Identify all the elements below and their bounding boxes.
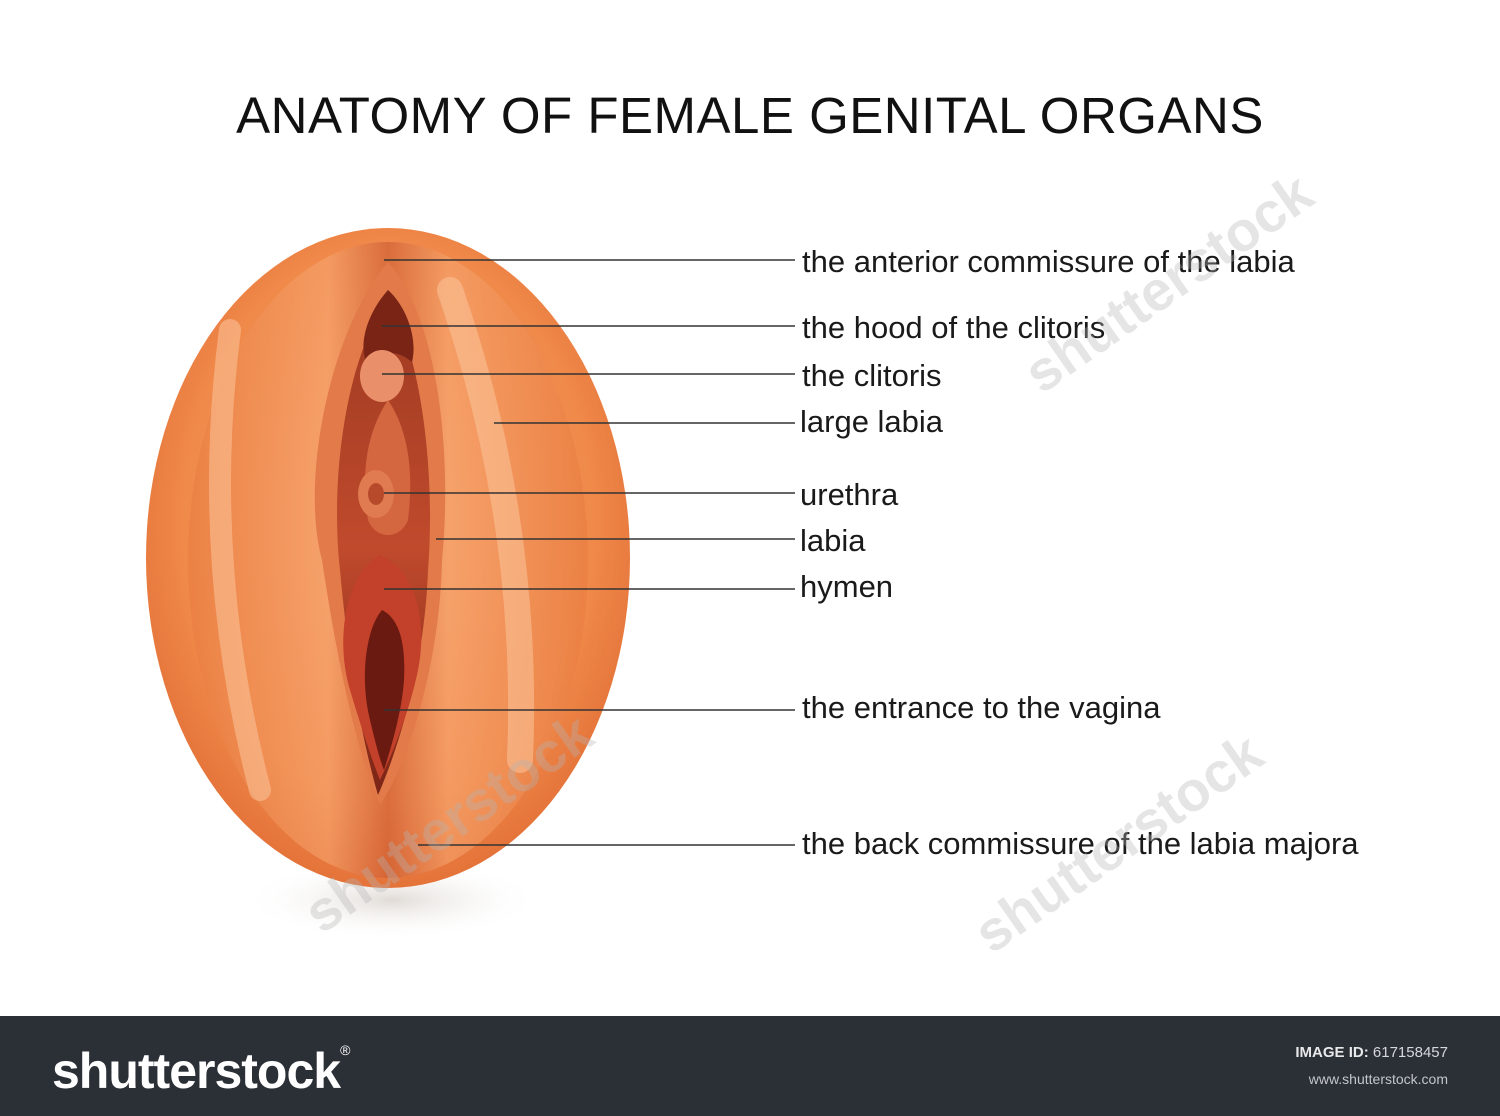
image-id-label: IMAGE ID: (1295, 1044, 1369, 1061)
leader-lines (382, 259, 795, 846)
urethral-opening-core (368, 483, 384, 505)
shutterstock-logo[interactable]: shutterstock® (52, 1042, 350, 1100)
label-entrance-to-vagina: the entrance to the vagina (802, 690, 1161, 725)
vaginal-entrance (364, 610, 405, 770)
logo-text: shutterstock (52, 1043, 341, 1099)
label-clitoris: the clitoris (802, 358, 942, 393)
image-id: IMAGE ID: 617158457 (1295, 1044, 1448, 1061)
label-urethra: urethra (800, 477, 899, 512)
label-large-labia: large labia (800, 404, 944, 439)
diagram-title: ANATOMY OF FEMALE GENITAL ORGANS (236, 87, 1264, 144)
label-hymen: hymen (800, 569, 894, 604)
registered-mark: ® (340, 1042, 350, 1058)
image-id-value: 617158457 (1372, 1044, 1448, 1061)
left-highlight (209, 319, 271, 801)
anatomy-illustration (146, 228, 795, 940)
clitoris-glans (360, 350, 404, 402)
label-back-commissure: the back commissure of the labia majora (802, 826, 1359, 861)
label-labia: labia (800, 523, 866, 558)
image-url[interactable]: www.shutterstock.com (1308, 1071, 1448, 1087)
right-highlight (437, 277, 535, 773)
label-anterior-commissure: the anterior commissure of the labia (802, 244, 1295, 279)
footer-bar: shutterstock® IMAGE ID: 617158457 www.sh… (0, 1016, 1500, 1116)
label-hood-of-clitoris: the hood of the clitoris (802, 310, 1106, 345)
drop-shadow (242, 860, 542, 940)
